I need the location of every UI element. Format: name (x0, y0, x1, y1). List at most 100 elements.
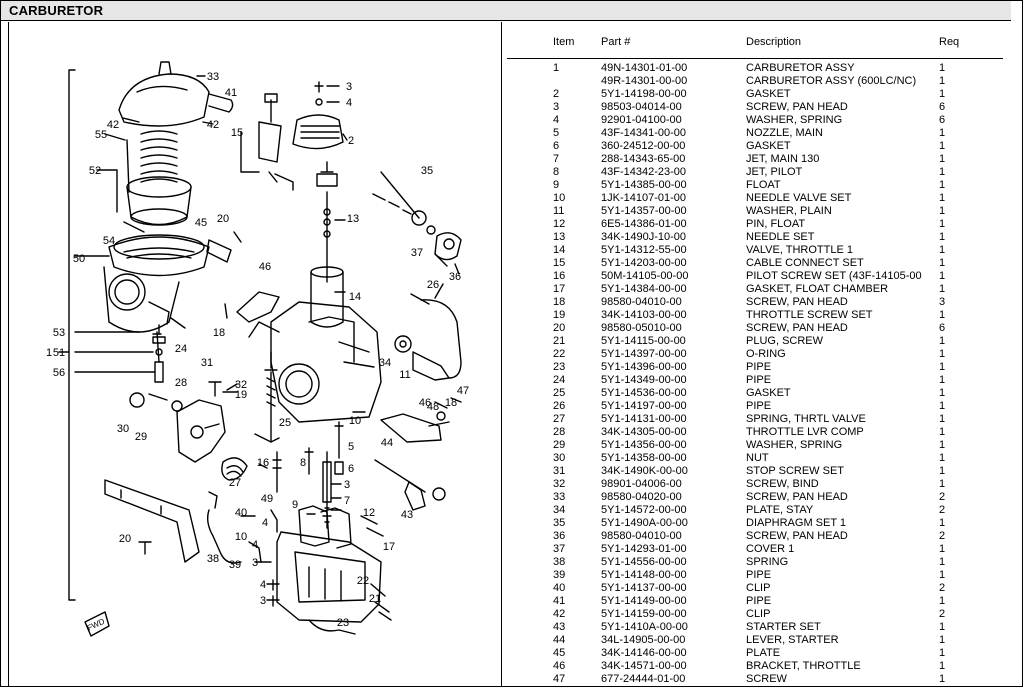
description-cell: CLIP (746, 582, 771, 594)
description-cell: O-RING (746, 348, 786, 360)
description-cell: WASHER, SPRING (746, 439, 843, 451)
req-cell: 1 (939, 673, 946, 685)
description-cell: SCREW (746, 673, 787, 685)
req-cell: 1 (939, 400, 946, 412)
description-cell: JET, PILOT (746, 166, 803, 178)
carburetor-exploded-diagram: 33 41 42 42 55 52 54 50 45 20 15 3 4 2 3… (46, 61, 469, 637)
description-cell: NEEDLE SET (746, 231, 815, 243)
callout-38: 38 (207, 553, 219, 565)
item-cell: 9 (553, 179, 560, 191)
req-cell: 1 (939, 595, 946, 607)
req-cell: 1 (939, 166, 946, 178)
callout-36: 36 (449, 271, 461, 283)
req-cell: 1 (939, 153, 946, 165)
req-cell: 1 (939, 309, 946, 321)
part-number-cell: 49N-14301-01-00 (601, 62, 688, 74)
description-cell: PLATE (746, 647, 781, 659)
req-cell: 2 (939, 491, 946, 503)
description-cell: THROTTLE LVR COMP (746, 426, 864, 438)
callout-3: 3 (346, 81, 352, 93)
callout-4: 4 (346, 97, 352, 109)
item-cell: 34 (553, 504, 566, 516)
part-number-cell: 50M-14105-00-00 (601, 270, 689, 282)
item-cell: 5 (553, 127, 560, 139)
item-cell: 15 (553, 257, 566, 269)
req-cell: 1 (939, 270, 946, 282)
req-cell: 1 (939, 634, 946, 646)
callout-20: 20 (217, 213, 229, 225)
part-number-cell: 43F-14342-23-00 (601, 166, 687, 178)
part-number-cell: 5Y1-14349-00-00 (601, 374, 687, 386)
callout-3c: 3 (252, 557, 258, 569)
item-cell: 28 (553, 426, 566, 438)
part-number-cell: 5Y1-14572-00-00 (601, 504, 687, 516)
req-cell: 1 (939, 621, 946, 633)
item-cell: 26 (553, 400, 566, 412)
part-number-cell: 49R-14301-00-00 (601, 75, 688, 87)
callout-10b: 10 (235, 531, 247, 543)
column-header-item: Item (553, 36, 575, 48)
item-cell: 19 (553, 309, 566, 321)
part-number-cell: 34K-14103-00-00 (601, 309, 687, 321)
description-cell: JET, MAIN 130 (746, 153, 820, 165)
req-cell: 6 (939, 114, 946, 126)
req-cell: 1 (939, 205, 946, 217)
req-cell: 1 (939, 361, 946, 373)
description-cell: CLIP (746, 608, 771, 620)
exploded-diagram-panel: 33 41 42 42 55 52 54 50 45 20 15 3 4 2 3… (8, 22, 502, 687)
callout-6: 6 (348, 463, 354, 475)
part-number-cell: 34K-1490K-00-00 (601, 465, 688, 477)
callout-14: 14 (349, 291, 361, 303)
part-number-cell: 5Y1-14358-00-00 (601, 452, 687, 464)
item-cell: 25 (553, 387, 566, 399)
req-cell: 1 (939, 543, 946, 555)
part-number-cell: 34K-14571-00-00 (601, 660, 687, 672)
req-cell: 1 (939, 387, 946, 399)
req-cell: 2 (939, 504, 946, 516)
item-cell: 39 (553, 569, 566, 581)
description-cell: GASKET (746, 140, 791, 152)
callout-46b: 46 (419, 397, 431, 409)
description-cell: PIN, FLOAT (746, 218, 806, 230)
callout-42: 42 (207, 119, 219, 131)
req-cell: 1 (939, 413, 946, 425)
description-cell: GASKET (746, 88, 791, 100)
description-cell: LEVER, STARTER (746, 634, 839, 646)
callout-21: 21 (369, 593, 381, 605)
callout-43: 43 (401, 509, 413, 521)
description-cell: THROTTLE SCREW SET (746, 309, 873, 321)
item-cell: 31 (553, 465, 566, 477)
item-cell: 45 (553, 647, 566, 659)
column-header-description: Description (746, 36, 802, 48)
req-cell: 1 (939, 374, 946, 386)
part-number-cell: 5Y1-14556-00-00 (601, 556, 687, 568)
req-cell: 1 (939, 348, 946, 360)
part-number-cell: 677-24444-01-00 (601, 673, 686, 685)
table-row: 19 34K-14103-00-00 THROTTLE SCREW SET 1 (501, 309, 1011, 322)
callout-7: 7 (344, 495, 350, 507)
req-cell: 1 (939, 179, 946, 191)
item-cell: 11 (553, 205, 565, 217)
req-cell: 1 (939, 127, 946, 139)
part-number-cell: 34K-14305-00-00 (601, 426, 687, 438)
description-cell: SCREW, PAN HEAD (746, 101, 848, 113)
description-cell: PLUG, SCREW (746, 335, 824, 347)
description-cell: FLOAT (746, 179, 781, 191)
callout-27: 27 (229, 477, 241, 489)
